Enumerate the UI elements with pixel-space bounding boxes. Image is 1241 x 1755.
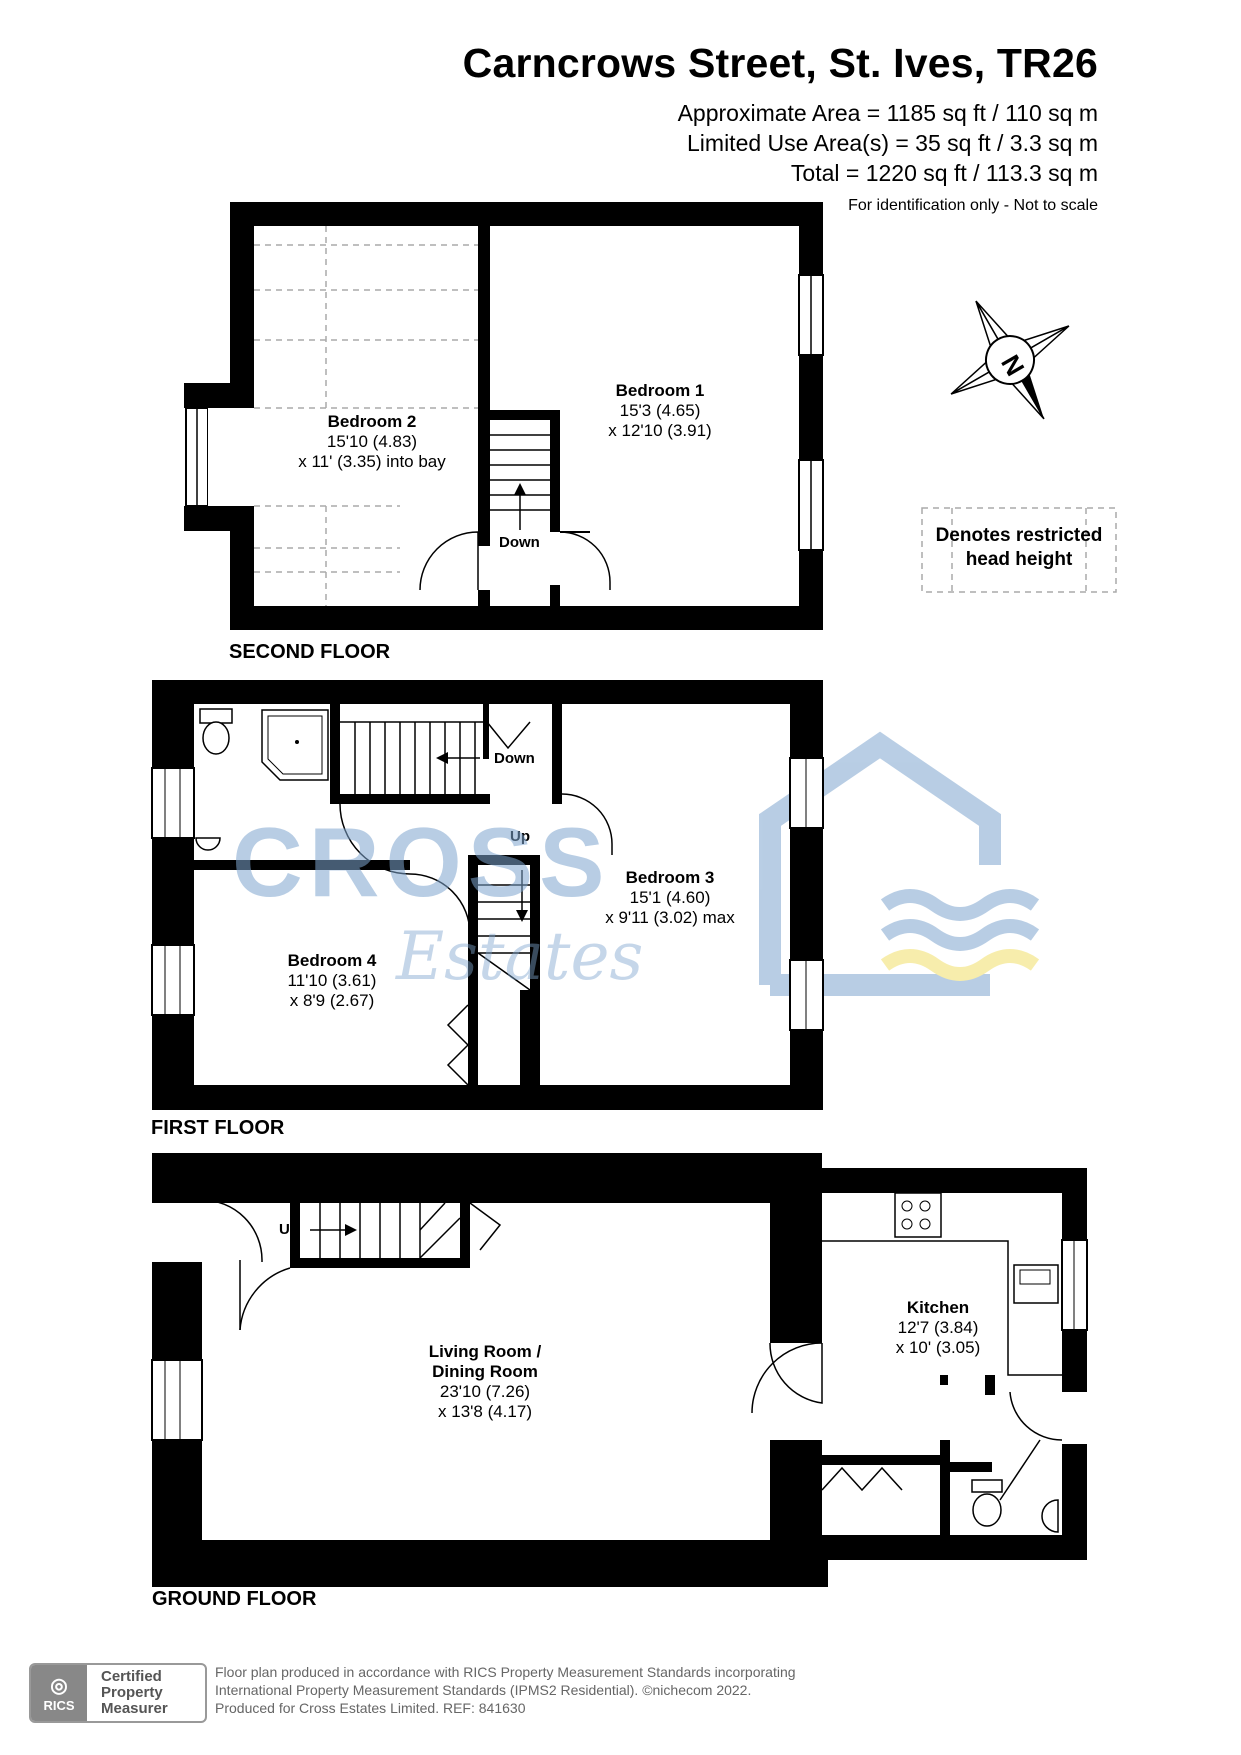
room-bedroom-4: Bedroom 4 11'10 (3.61) x 8'9 (2.67) [232, 951, 432, 1011]
wave-1 [880, 889, 1040, 921]
ground-floor-plan [151, 1153, 1088, 1587]
room-name: Bedroom 1 [615, 381, 705, 400]
footer-line: International Property Measurement Stand… [215, 1682, 752, 1698]
room-dim: 12'7 (3.84) [897, 1318, 979, 1337]
room-dim: 15'1 (4.60) [629, 888, 711, 907]
stairs-up-label: Up [279, 1221, 299, 1238]
watermark-script: Estates [396, 918, 644, 995]
room-dim: x 11' (3.35) into bay [298, 452, 446, 471]
second-floor-plan [184, 202, 824, 630]
wave-2 [880, 919, 1040, 951]
restricted-head-height-legend [921, 507, 1117, 593]
cert-line: Certified [101, 1668, 162, 1685]
second-floor-label: SECOND FLOOR [229, 641, 391, 663]
rics-logo: ◎ RICS [31, 1665, 87, 1721]
room-bedroom-1: Bedroom 1 15'3 (4.65) x 12'10 (3.91) [560, 381, 760, 441]
room-dim: 23'10 (7.26) [439, 1382, 531, 1401]
room-dim: 15'10 (4.83) [326, 432, 418, 451]
ground-floor-label: GROUND FLOOR [152, 1588, 317, 1610]
room-bedroom-2: Bedroom 2 15'10 (4.83) x 11' (3.35) into… [262, 412, 482, 472]
cert-line: Property [101, 1684, 163, 1701]
watermark-word: CROSS [232, 807, 611, 917]
wave-3 [880, 949, 1040, 981]
first-floor-plan [151, 680, 824, 1110]
stairs-down-label: Down [499, 534, 540, 551]
room-name: Bedroom 2 [327, 412, 417, 431]
room-name: Kitchen [906, 1298, 970, 1317]
room-living-dining: Living Room / Dining Room 23'10 (7.26) x… [385, 1342, 585, 1422]
cert-line: Measurer [101, 1700, 168, 1717]
rics-logo-mark: ◎ [50, 1675, 68, 1697]
room-bedroom-3: Bedroom 3 15'1 (4.60) x 9'11 (3.02) max [570, 868, 770, 928]
room-name: Bedroom 4 [287, 951, 377, 970]
room-name: Living Room / [428, 1342, 542, 1361]
room-dim: 15'3 (4.65) [619, 401, 701, 420]
room-dim: x 8'9 (2.67) [289, 991, 375, 1010]
rics-brand: RICS [43, 1698, 75, 1713]
room-name-2: Dining Room [432, 1362, 538, 1381]
rics-certified-badge: ◎ RICS Certified Property Measurer [29, 1663, 207, 1723]
room-dim: x 12'10 (3.91) [608, 421, 712, 440]
stairs-up-label: Up [510, 828, 530, 845]
not-to-scale-note: For identification only - Not to scale [848, 197, 1098, 214]
room-dim: x 10' (3.05) [895, 1338, 981, 1357]
limited-use-area: Limited Use Area(s) = 35 sq ft / 3.3 sq … [687, 130, 1098, 156]
footer-line: Floor plan produced in accordance with R… [215, 1664, 796, 1680]
room-dim: 11'10 (3.61) [287, 971, 377, 990]
footer-disclaimer: Floor plan produced in accordance with R… [215, 1663, 796, 1717]
restricted-legend-text: Denotes restricted head height [935, 525, 1103, 570]
approximate-area: Approximate Area = 1185 sq ft / 110 sq m [677, 100, 1098, 126]
compass-icon [950, 300, 1070, 420]
certified-text: Certified Property Measurer [101, 1669, 168, 1717]
footer-line: Produced for Cross Estates Limited. REF:… [215, 1700, 526, 1716]
room-kitchen: Kitchen 12'7 (3.84) x 10' (3.05) [838, 1298, 1038, 1358]
total-area: Total = 1220 sq ft / 113.3 sq m [790, 160, 1098, 186]
property-title: Carncrows Street, St. Ives, TR26 [462, 40, 1098, 86]
room-dim: x 9'11 (3.02) max [605, 908, 735, 927]
hob [894, 1192, 942, 1238]
room-dim: x 13'8 (4.17) [438, 1402, 532, 1421]
first-floor-label: FIRST FLOOR [151, 1117, 285, 1139]
room-name: Bedroom 3 [625, 868, 715, 887]
stairs-down-label: Down [494, 750, 535, 767]
